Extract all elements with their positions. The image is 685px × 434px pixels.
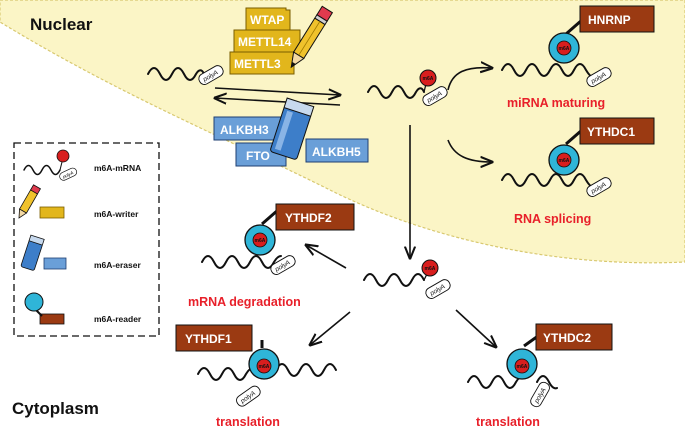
svg-text:YTHDC2: YTHDC2 — [543, 331, 591, 345]
legend-item-writer: m6A-writer — [18, 184, 139, 219]
svg-text:ALKBH5: ALKBH5 — [312, 145, 361, 159]
svg-text:m6A: m6A — [423, 76, 434, 82]
eraser-alkbh5: ALKBH5 — [305, 138, 369, 163]
arrow-to-mirna — [447, 68, 492, 91]
polyA-tag: polyA — [422, 86, 448, 106]
pencil-icon — [290, 5, 334, 69]
writer-wtap: WTAP — [245, 7, 291, 31]
svg-text:m6A: m6A — [517, 364, 528, 370]
legend-item-mrna: polyA m6A-mRNA — [23, 149, 141, 181]
arrow-to-ythdc2 — [455, 309, 496, 347]
svg-text:m6A-eraser: m6A-eraser — [94, 260, 141, 270]
svg-text:m6A-mRNA: m6A-mRNA — [94, 163, 141, 173]
methylated-mrna-nuclear: m6A polyA — [367, 69, 448, 106]
reader-ythdc2: YTHDC2 m6A polyA — [467, 323, 613, 408]
process-translation-right: translation — [476, 415, 540, 429]
legend-item-eraser: m6A-eraser — [20, 234, 141, 271]
svg-text:m6A: m6A — [559, 46, 570, 52]
eraser-alkbh3: ALKBH3 — [213, 116, 287, 141]
polyA-tag: polyA — [236, 385, 261, 407]
svg-text:YTHDF2: YTHDF2 — [285, 211, 332, 225]
process-translation-left: translation — [216, 415, 280, 429]
polyA-tag: polyA — [530, 381, 550, 408]
svg-text:m6A-writer: m6A-writer — [94, 209, 139, 219]
eraser-icon — [270, 97, 315, 160]
svg-text:YTHDC1: YTHDC1 — [587, 125, 635, 139]
svg-text:polyA: polyA — [61, 170, 74, 180]
arrow-to-degradation — [306, 245, 347, 269]
svg-text:METTL14: METTL14 — [238, 35, 292, 49]
arrow-to-ythdf1 — [310, 311, 351, 345]
pencil-icon — [18, 184, 42, 219]
eraser-complex: ALKBH3 FTO ALKBH5 — [213, 97, 369, 167]
svg-text:YTHDF1: YTHDF1 — [185, 332, 232, 346]
legend-item-reader: m6A-reader — [24, 292, 142, 325]
writer-mettl14: METTL14 — [233, 29, 301, 53]
reader-ythdc1: YTHDC1 m6A polyA — [501, 117, 655, 197]
writer-mettl3: METTL3 — [229, 51, 295, 75]
eraser-icon — [20, 234, 45, 271]
svg-text:WTAP: WTAP — [250, 13, 284, 27]
legend-box — [13, 142, 160, 337]
polyA-tag: polyA — [270, 255, 296, 275]
svg-text:ALKBH3: ALKBH3 — [220, 123, 269, 137]
process-mirna-maturing: miRNA maturing — [507, 96, 605, 110]
nuclear-label: Nuclear — [30, 15, 93, 34]
demethylation-arrow — [215, 98, 341, 106]
svg-text:m6A: m6A — [425, 266, 436, 272]
writer-complex: WTAP METTL14 METTL3 — [229, 5, 334, 75]
process-mrna-degradation: mRNA degradation — [188, 295, 301, 309]
reader-ythdf2: YTHDF2 m6A polyA — [201, 203, 355, 275]
svg-text:m6A: m6A — [259, 364, 270, 370]
arrow-to-splicing — [447, 139, 492, 162]
svg-text:HNRNP: HNRNP — [588, 13, 631, 27]
svg-text:FTO: FTO — [246, 149, 270, 163]
reader-ythdf1: YTHDF1 m6A polyA — [175, 324, 337, 407]
reader-hnrnp: HNRNP m6A polyA — [501, 5, 655, 87]
unmethylated-mrna: polyA — [147, 65, 224, 85]
polyA-tag: polyA — [425, 279, 451, 299]
methylation-arrow — [214, 87, 340, 95]
nucleus-region — [0, 0, 685, 264]
polyA-tag: polyA — [198, 65, 224, 85]
svg-text:m6A: m6A — [255, 238, 266, 244]
m6a-mark — [421, 259, 439, 277]
svg-text:m6A: m6A — [559, 158, 570, 164]
svg-text:METTL3: METTL3 — [234, 57, 281, 71]
methylated-mrna-cytoplasm: m6A polyA — [363, 259, 451, 299]
cytoplasm-label: Cytoplasm — [12, 399, 99, 418]
m6a-mark — [419, 69, 437, 87]
process-rna-splicing: RNA splicing — [514, 212, 591, 226]
legend: polyA m6A-mRNA m6A-writer m6A-eraser — [13, 142, 160, 337]
svg-text:m6A-reader: m6A-reader — [94, 314, 142, 324]
